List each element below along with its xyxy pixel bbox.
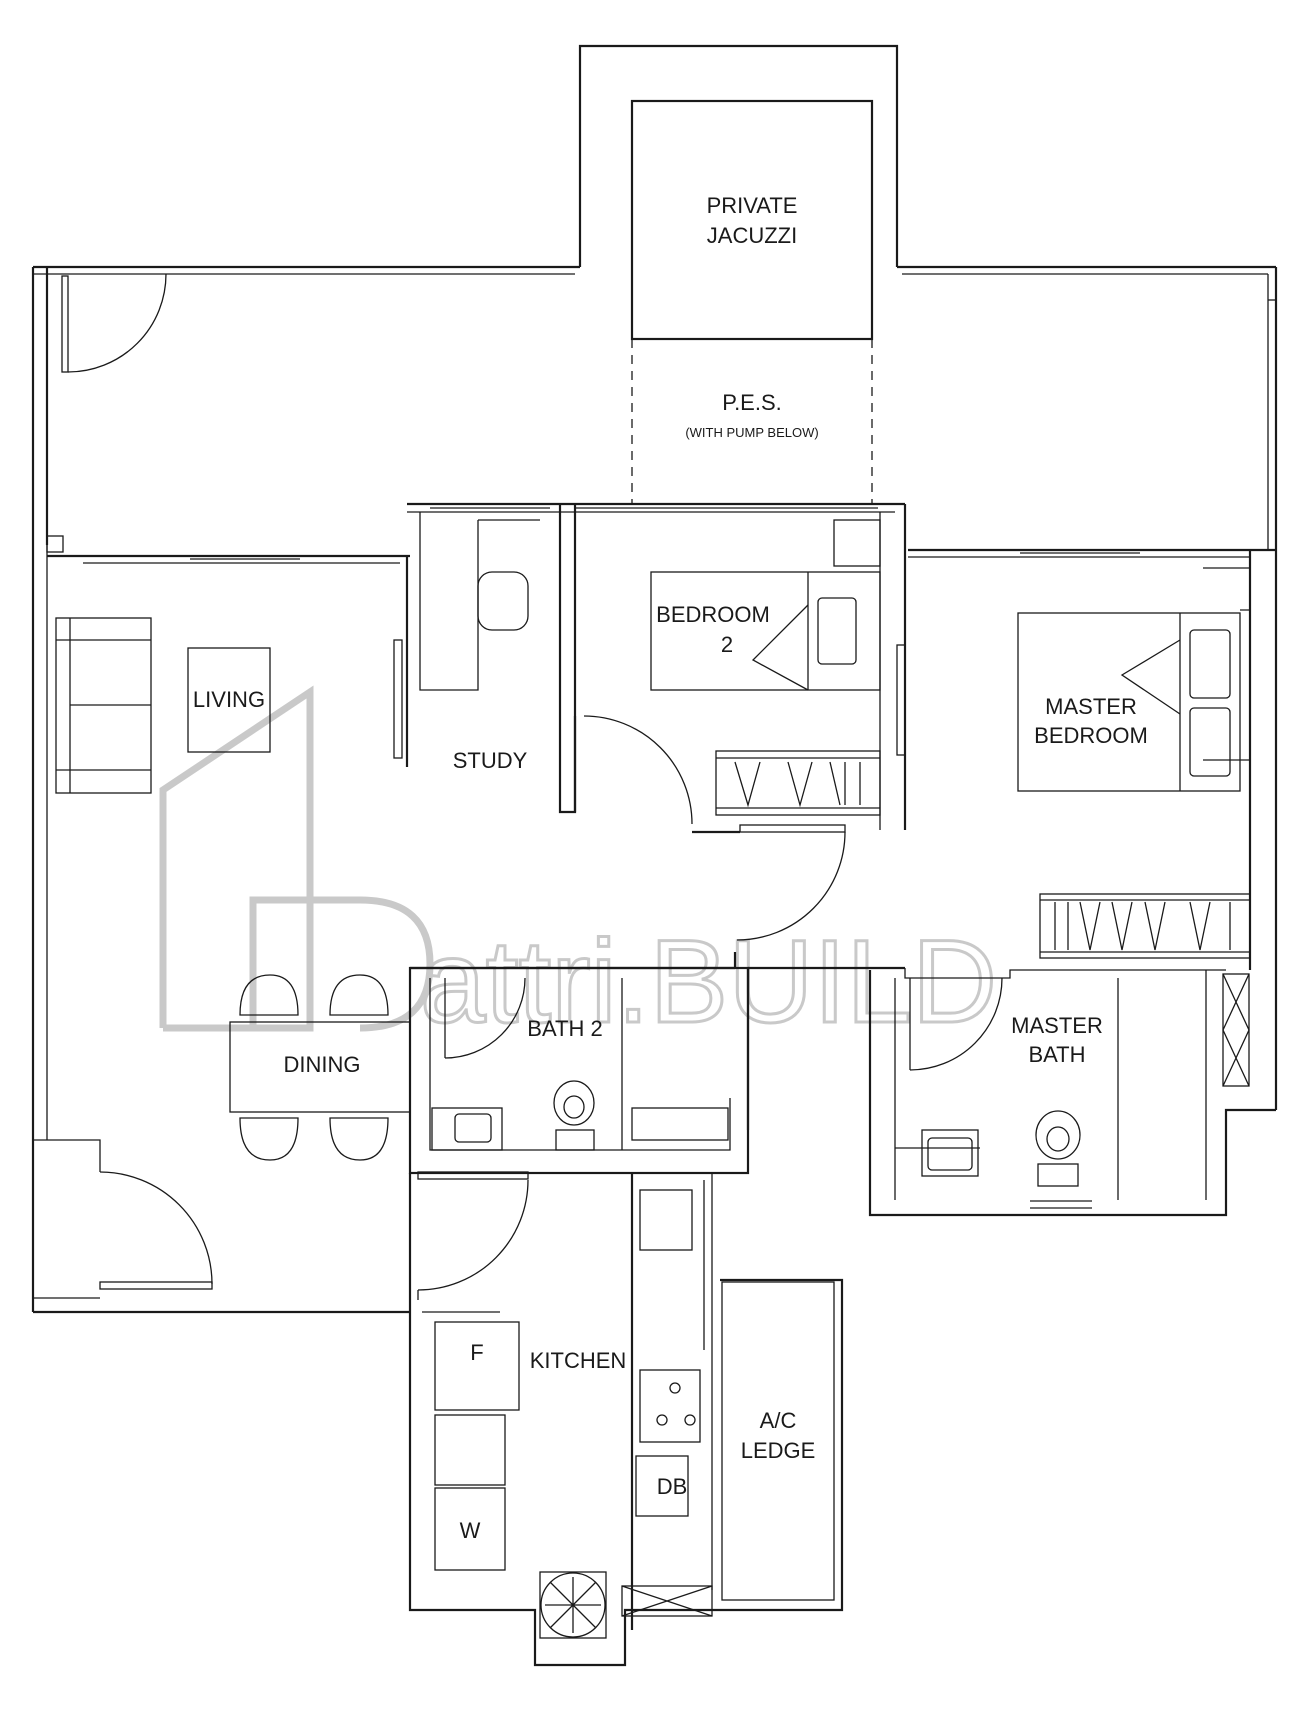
label-master-bedroom-line1: MASTER bbox=[1045, 694, 1137, 719]
label-kitchen: KITCHEN bbox=[530, 1348, 627, 1373]
label-jacuzzi-line1: PRIVATE bbox=[707, 193, 798, 218]
label-fridge: F bbox=[470, 1340, 483, 1365]
master-bedroom bbox=[736, 550, 1252, 970]
watermark-logo: attri.BUILD bbox=[159, 685, 999, 1050]
sliding-windows bbox=[47, 548, 1276, 564]
perimeter-walls bbox=[31, 44, 1278, 1667]
label-bath-2: BATH 2 bbox=[527, 1016, 602, 1041]
label-bedroom-2-line1: BEDROOM bbox=[656, 602, 770, 627]
balcony-door bbox=[45, 267, 167, 553]
label-washer: W bbox=[460, 1518, 481, 1543]
label-jacuzzi-line2: JACUZZI bbox=[707, 223, 797, 248]
watermark-text: attri.BUILD bbox=[420, 916, 997, 1048]
label-dining: DINING bbox=[284, 1052, 361, 1077]
label-living: LIVING bbox=[193, 687, 265, 712]
kitchen bbox=[408, 1171, 835, 1639]
living-dining bbox=[33, 617, 411, 1290]
master-bath bbox=[868, 970, 1250, 1200]
label-master-bath-line2: BATH bbox=[1028, 1042, 1085, 1067]
label-db: DB bbox=[657, 1474, 688, 1499]
label-pes: P.E.S. bbox=[722, 390, 782, 415]
label-ac-ledge-line2: LEDGE bbox=[741, 1438, 816, 1463]
label-ac-ledge-line1: A/C bbox=[760, 1408, 797, 1433]
study-room bbox=[393, 502, 905, 814]
bedroom-2 bbox=[573, 504, 907, 834]
label-bedroom-2-line2: 2 bbox=[721, 632, 733, 657]
label-master-bedroom-line2: BEDROOM bbox=[1034, 723, 1148, 748]
label-pes-note: (WITH PUMP BELOW) bbox=[685, 425, 818, 440]
bath-2 bbox=[408, 966, 750, 1175]
label-study: STUDY bbox=[453, 748, 528, 773]
jacuzzi-area bbox=[630, 99, 874, 504]
room-labels: PRIVATE JACUZZI P.E.S. (WITH PUMP BELOW)… bbox=[193, 193, 1148, 1543]
label-master-bath-line1: MASTER bbox=[1011, 1013, 1103, 1038]
